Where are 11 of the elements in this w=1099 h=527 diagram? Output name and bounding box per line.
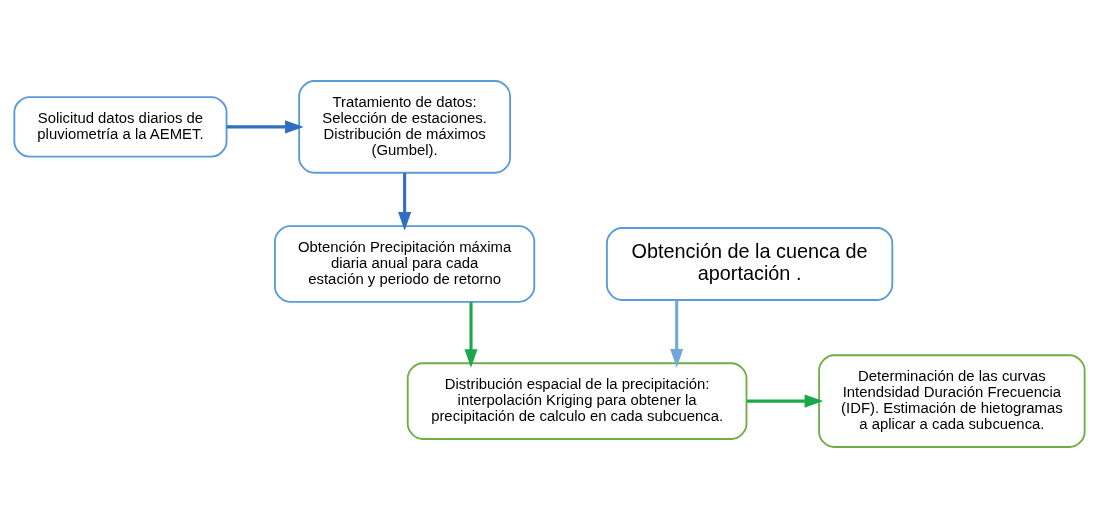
node-box: Obtención de la cuenca de aportación . <box>605 226 894 301</box>
node-box: Determinación de las curvas Intendsidad Duración Frecuencia (IDF). Estimación de hietogramas a aplicar a cada subcuenca. <box>818 353 1086 448</box>
node-box: Distribución espacial de la precipitación: interpolación Kriging para obtener la precipitación de calculo en cada subcuenca. <box>406 361 748 440</box>
arrow <box>398 172 412 231</box>
arrow <box>746 394 824 408</box>
node-box: Solicitud datos diarios de pluviometría a la AEMET. <box>13 95 228 158</box>
arrow <box>226 119 304 133</box>
arrow <box>464 301 478 368</box>
arrow <box>670 299 684 368</box>
node-box: Obtención Precipitación máxima diaria anual para cada estación y periodo de retorno <box>274 224 536 303</box>
node-box: Tratamiento de datos: Selección de estaciones. Distribución de máximos (Gumbel). <box>298 79 512 174</box>
